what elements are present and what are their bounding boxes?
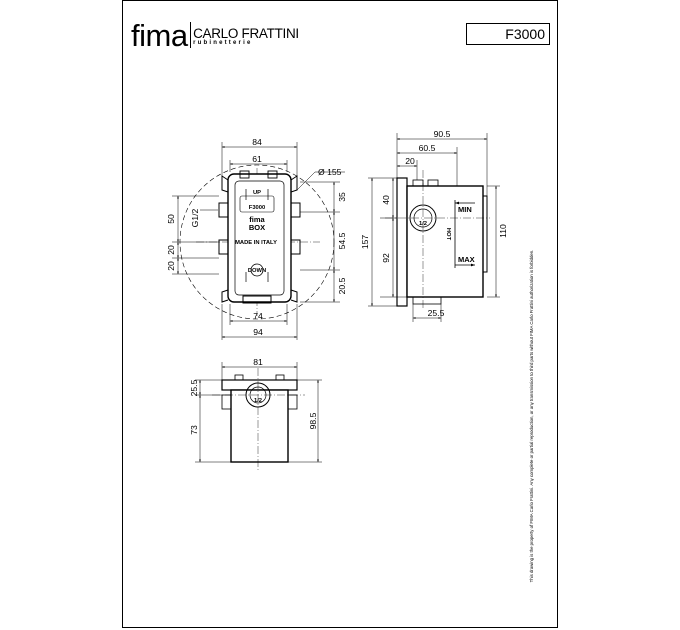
front-dim-20-a: 20: [166, 245, 176, 255]
side-dim-25-5: 25.5: [428, 308, 445, 318]
side-label-hot: HOT: [445, 228, 451, 241]
side-dimension-labels: 90.5 60.5 20 157 40 92 110 25.5: [360, 129, 508, 318]
front-dimensions: [172, 142, 345, 340]
side-label-max: MAX: [458, 255, 475, 264]
brand-carlo-sub: rubinetterie: [193, 40, 253, 46]
front-dim-20-5: 20.5: [337, 277, 347, 294]
side-labels: MIN MAX HOT 1/2: [419, 205, 475, 264]
brand-divider: [189, 22, 192, 48]
side-dimensions: [368, 133, 500, 322]
side-label-min: MIN: [458, 205, 472, 214]
front-label-code: F3000: [249, 205, 265, 211]
front-label-down: DOWN: [248, 268, 266, 274]
sheet-frame: [122, 0, 558, 628]
side-dim-157: 157: [360, 235, 370, 250]
side-dim-60-5: 60.5: [419, 143, 436, 153]
brand-logo: fima CARLO FRATTINI rubinetterie: [131, 18, 299, 53]
product-code-box: F3000: [466, 23, 550, 45]
side-dim-110: 110: [498, 224, 508, 238]
brand-fima: fima: [131, 18, 188, 53]
top-dim-25-5: 25.5: [189, 379, 199, 396]
side-label-half: 1/2: [419, 221, 427, 227]
side-dim-90-5: 90.5: [434, 129, 451, 139]
brand-carlo-block: CARLO FRATTINI rubinetterie: [193, 27, 299, 47]
front-dimension-labels: 84 61 Ø 155 35 54.5 20.5 50 G1/2 20 20 7…: [166, 137, 347, 337]
front-dim-61: 61: [252, 154, 262, 164]
front-dim-155: Ø 155: [318, 167, 342, 177]
brand-carlo-name: CARLO FRATTINI: [193, 26, 299, 41]
top-body: [230, 389, 289, 463]
top-dim-81: 81: [253, 357, 263, 367]
side-dim-92: 92: [381, 253, 391, 263]
front-dim-20-b: 20: [166, 261, 176, 271]
top-dim-73: 73: [189, 425, 199, 435]
top-labels: 1/2: [254, 398, 262, 404]
top-dimension-labels: 81 25.5 73 98.5: [189, 357, 318, 435]
side-dim-40: 40: [381, 195, 391, 205]
front-dim-74: 74: [253, 311, 263, 321]
top-label-half: 1/2: [254, 398, 262, 404]
front-labels: UP F3000 fima BOX MADE IN ITALY DOWN: [235, 190, 277, 274]
front-dim-84: 84: [252, 137, 262, 147]
front-label-up: UP: [253, 190, 261, 196]
front-dim-94: 94: [253, 327, 263, 337]
side-dim-20: 20: [405, 156, 415, 166]
top-dimensions: [195, 362, 322, 463]
front-dim-50: 50: [166, 214, 176, 224]
front-dim-54-5: 54.5: [337, 232, 347, 249]
front-label-box: BOX: [249, 223, 265, 232]
front-label-fima: fima: [249, 215, 265, 224]
front-label-made: MADE IN ITALY: [235, 240, 277, 246]
top-view: [212, 368, 305, 470]
side-view: [385, 170, 490, 310]
side-body: [406, 185, 484, 298]
front-dim-35: 35: [337, 192, 347, 202]
front-body: [227, 173, 292, 303]
front-dim-g12: G1/2: [190, 208, 200, 227]
top-dim-98-5: 98.5: [308, 412, 318, 429]
